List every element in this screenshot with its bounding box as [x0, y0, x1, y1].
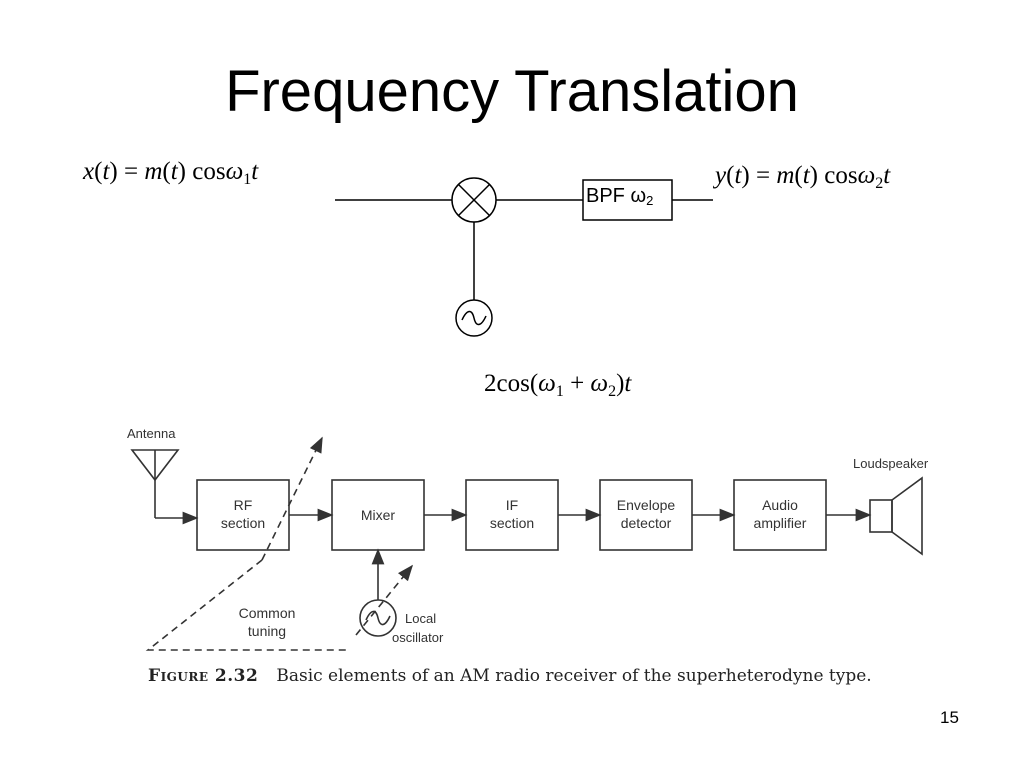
common-tuning-line2: tuning — [248, 623, 286, 639]
lo-tuning-dashed-arrow — [355, 564, 414, 636]
rf-block-line1: RF — [234, 497, 253, 513]
oscillator-symbol — [455, 299, 493, 337]
amp-block-line2: amplifier — [754, 515, 807, 531]
sine-wave-icon — [461, 310, 487, 326]
mixer-diagram — [335, 177, 713, 337]
if-block-line1: IF — [506, 497, 518, 513]
if-block-line2: section — [490, 515, 534, 531]
local-oscillator-wave-icon — [365, 610, 391, 626]
common-tuning-dashed-line — [145, 559, 350, 651]
antenna-label: Antenna — [127, 426, 176, 441]
slide-title: Frequency Translation — [225, 59, 799, 124]
figure-number: Figure 2.32 — [148, 666, 259, 686]
mixer-block-label: Mixer — [361, 507, 396, 523]
figure-caption: Figure 2.32 Basic elements of an AM radio… — [148, 666, 872, 686]
loudspeaker-label: Loudspeaker — [853, 456, 929, 471]
receiver-block-diagram: Antenna Loudspeaker RF section Mixer IF … — [127, 426, 929, 651]
rf-tuning-dashed-arrow — [261, 436, 323, 561]
local-oscillator-line1: Local — [405, 611, 436, 626]
common-tuning-line1: Common — [239, 605, 296, 621]
figure-caption-text: Basic elements of an AM radio receiver o… — [276, 666, 872, 686]
loudspeaker-icon — [869, 476, 923, 556]
rf-block-line2: section — [221, 515, 265, 531]
local-oscillator-equation: 2cos(ω1 + ω2)t — [484, 370, 632, 400]
detector-block-line1: Envelope — [617, 497, 676, 513]
local-oscillator-line2: oscillator — [392, 630, 444, 645]
bpf-label: BPF ω2 — [586, 185, 654, 208]
output-signal-equation: y(t) = m(t) cosω2t — [715, 162, 891, 192]
amp-block-line1: Audio — [762, 497, 798, 513]
antenna-icon — [130, 449, 199, 525]
page-number: 15 — [940, 708, 959, 727]
input-signal-equation: x(t) = m(t) cosω1t — [83, 158, 259, 188]
detector-block-line2: detector — [621, 515, 672, 531]
